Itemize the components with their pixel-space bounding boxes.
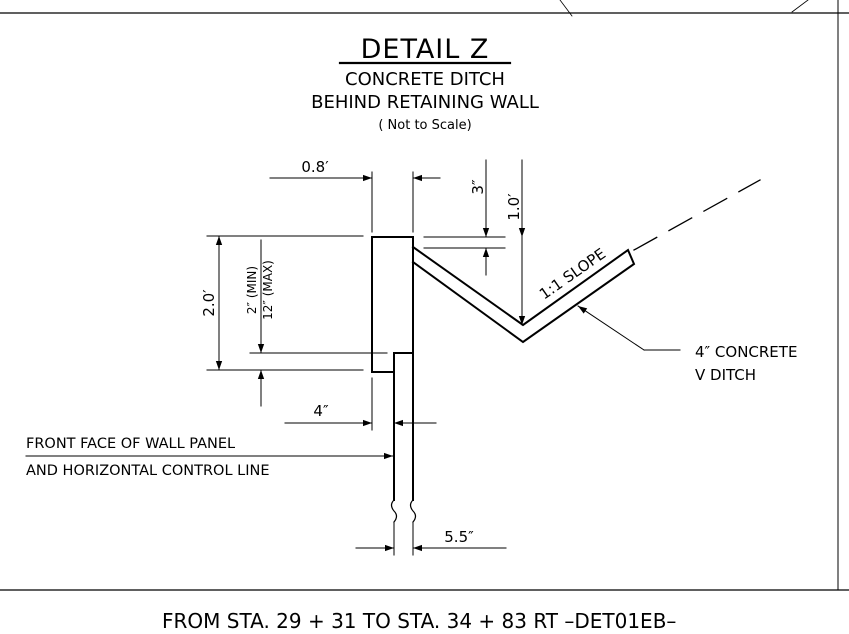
dim-4-inch: 4″ (313, 402, 329, 420)
break-line (390, 499, 398, 523)
wall-coping (371, 236, 414, 373)
ground-line-dashed (633, 179, 761, 251)
detail-title: DETAIL Z (361, 34, 490, 65)
dim-5-5-inch: 5.5″ (444, 528, 474, 546)
scale-note: ( Not to Scale) (378, 118, 471, 133)
corner-mark (791, 0, 809, 13)
subtitle-line-1: CONCRETE DITCH (345, 69, 505, 90)
dim-2-foot: 2.0′ (200, 289, 218, 317)
wall-label-line-1: FRONT FACE OF WALL PANEL (26, 436, 235, 452)
dim-1-foot: 1.0′ (505, 193, 523, 221)
subtitle-line-2: BEHIND RETAINING WALL (311, 92, 539, 113)
callout-line-2: V DITCH (695, 366, 756, 384)
break-line (409, 499, 417, 523)
corner-mark (559, 0, 573, 17)
wall-label-line-2: AND HORIZONTAL CONTROL LINE (26, 463, 270, 479)
slope-label: 1:1 SLOPE (536, 245, 609, 304)
callout-line-1: 4″ CONCRETE (695, 343, 797, 361)
dim-max-embed: 12″ (MAX) (261, 260, 275, 320)
station-note: FROM STA. 29 + 31 TO STA. 34 + 83 RT –DE… (162, 609, 676, 633)
dim-wall-top-width: 0.8′ (301, 158, 329, 176)
dim-3-inch: 3″ (469, 179, 487, 195)
callout-leader (577, 305, 645, 351)
v-ditch (411, 245, 636, 344)
dim-min-embed: 2″ (MIN) (245, 266, 259, 314)
